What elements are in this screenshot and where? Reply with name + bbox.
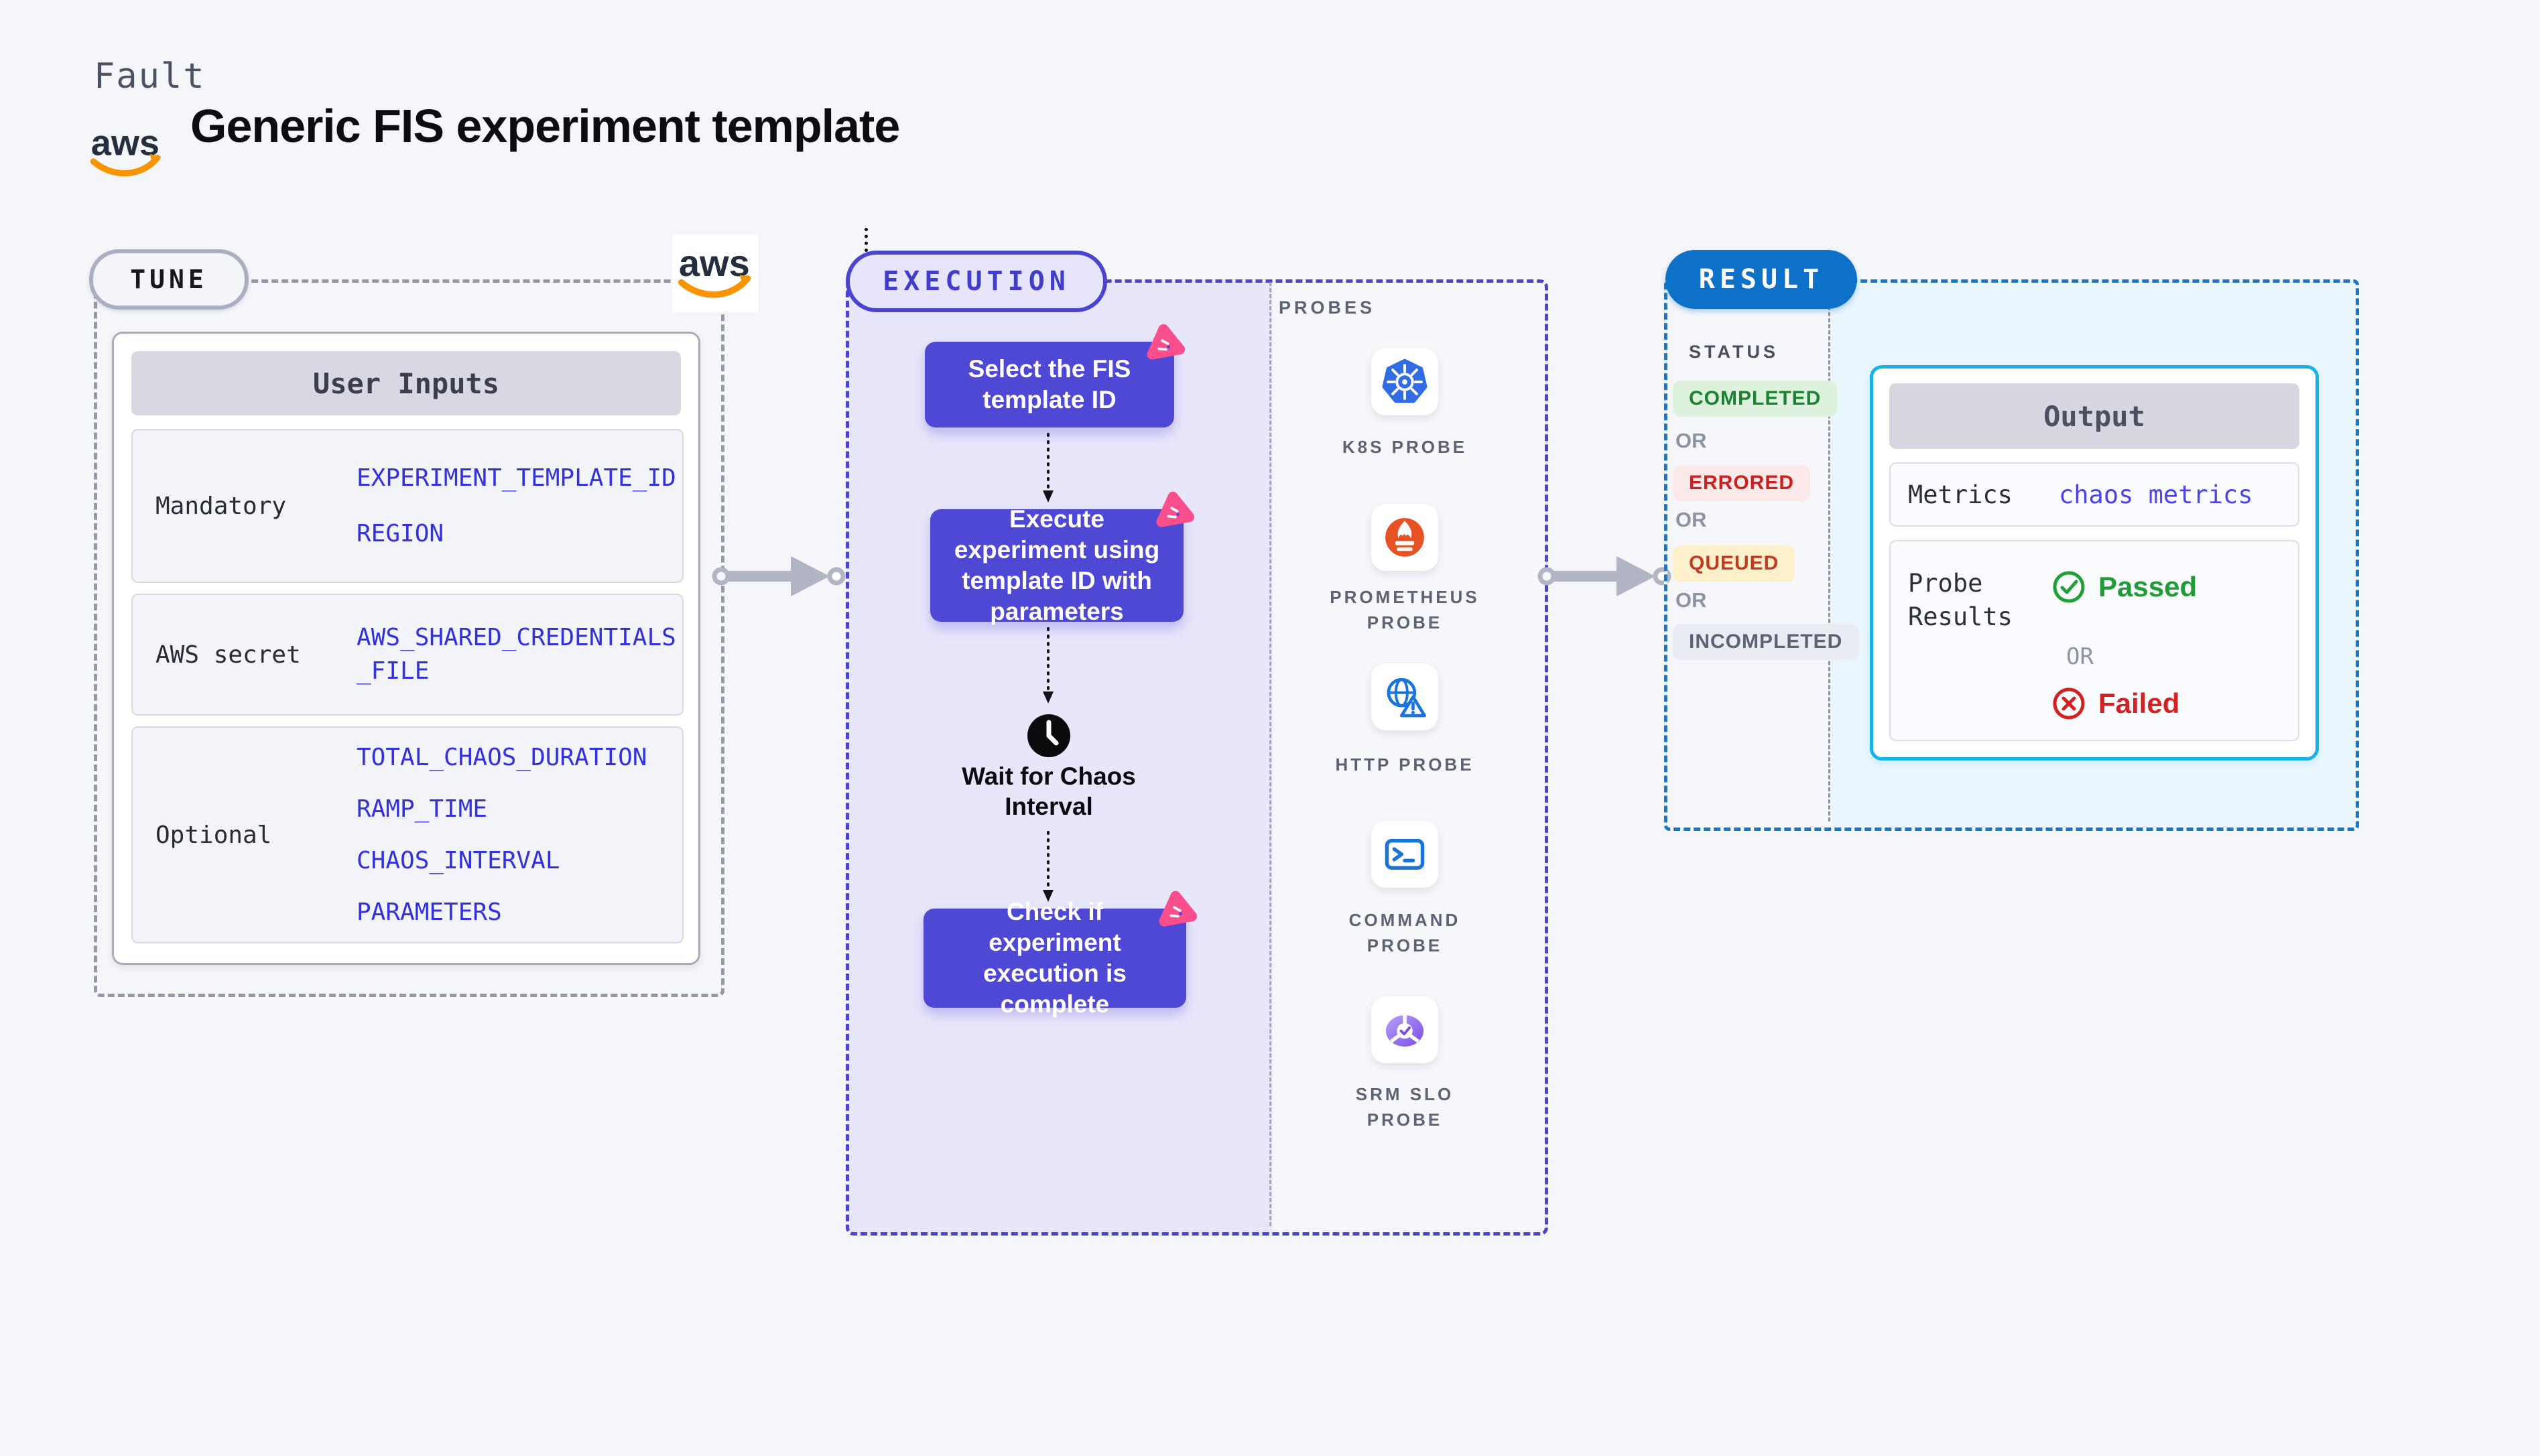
probe-card — [1371, 996, 1438, 1063]
or-separator: OR — [1675, 429, 1707, 452]
passed-label: Passed — [2098, 571, 2198, 602]
step-label: Execute experiment using template ID wit… — [954, 505, 1160, 625]
connector-arrow — [712, 556, 846, 596]
input-variable: AWS_SHARED_CREDENTIALS_FILE — [357, 624, 676, 685]
row-values: EXPERIMENT_TEMPLATE_ID REGION — [357, 464, 676, 547]
status-badge-errored: ERRORED — [1673, 465, 1811, 501]
status-badge-completed: COMPLETED — [1673, 381, 1838, 417]
user-inputs-card: User Inputs Mandatory EXPERIMENT_TEMPLAT… — [112, 332, 700, 965]
or-separator: OR — [1675, 508, 1707, 531]
probe-results-row: Probe Results Passed OR Failed — [1889, 540, 2299, 741]
probe-results-label-line: Probe — [1908, 569, 1983, 598]
row-values: TOTAL_CHAOS_DURATION RAMP_TIME CHAOS_INT… — [357, 744, 647, 926]
execution-section — [846, 279, 1548, 1236]
aws-logo: aws — [88, 121, 164, 185]
output-card: Output Metrics chaos metrics Probe Resul… — [1870, 365, 2319, 760]
probe-card — [1371, 663, 1438, 730]
prometheus-icon — [1385, 518, 1424, 557]
probe-card — [1371, 504, 1438, 571]
dotted-arrow — [1043, 433, 1054, 503]
metrics-label: Metrics — [1908, 480, 2013, 509]
status-badge-queued: QUEUED — [1673, 545, 1795, 582]
input-variable: RAMP_TIME — [357, 795, 488, 823]
input-variable: PARAMETERS — [357, 899, 502, 926]
row-values: AWS_SHARED_CREDENTIALS_FILE — [357, 621, 682, 688]
chaos-badge-icon — [1147, 324, 1186, 360]
probe-label: HTTP PROBE — [1335, 754, 1474, 775]
step-select-template: Select the FIS template ID — [925, 324, 1186, 427]
execution-section-pill: EXECUTION — [846, 251, 1107, 312]
command-icon — [1385, 838, 1425, 870]
input-variable: REGION — [357, 520, 444, 547]
user-inputs-header: User Inputs — [131, 351, 681, 415]
step-check-complete: Check if experiment execution is complet… — [924, 890, 1198, 1018]
x-circle-icon — [2053, 687, 2085, 720]
dotted-arrow — [1043, 627, 1054, 704]
failed-result: Failed — [2051, 686, 2179, 721]
probe-results-label: Probe Results — [1908, 567, 2013, 634]
kubernetes-icon — [1382, 358, 1427, 403]
probe-card — [1371, 821, 1438, 888]
svg-text:aws: aws — [91, 123, 160, 163]
status-badge-incompleted: INCOMPLETED — [1673, 624, 1859, 660]
aws-logo-icon: aws — [678, 242, 752, 298]
input-variable: EXPERIMENT_TEMPLATE_ID — [357, 464, 676, 492]
row-label: Mandatory — [155, 492, 287, 520]
probe-label: PROMETHEUS PROBE — [1330, 587, 1480, 633]
probe-label: COMMAND PROBE — [1348, 910, 1461, 955]
row-label: AWS secret — [155, 641, 301, 669]
chaos-badge-icon — [1156, 491, 1195, 527]
table-row: AWS secret AWS_SHARED_CREDENTIALS_FILE — [131, 594, 684, 716]
metrics-value: chaos metrics — [2059, 480, 2253, 509]
status-heading: STATUS — [1689, 342, 1779, 362]
connector-arrow — [1537, 556, 1671, 596]
tune-section — [94, 279, 724, 997]
page-title: Generic FIS experiment template — [190, 100, 900, 152]
output-header: Output — [1889, 383, 2299, 449]
wait-chaos-interval-label: Wait for Chaos Interval — [962, 763, 1136, 820]
aws-logo-icon: aws — [90, 123, 162, 177]
srm-slo-icon — [1385, 1014, 1424, 1047]
input-variable: CHAOS_INTERVAL — [357, 847, 560, 874]
input-variable: TOTAL_CHAOS_DURATION — [357, 744, 647, 771]
dotted-arrow — [1043, 831, 1054, 902]
failed-label: Failed — [2098, 687, 2180, 719]
svg-text:aws: aws — [679, 242, 750, 284]
probe-card — [1371, 348, 1438, 415]
table-row: Mandatory EXPERIMENT_TEMPLATE_ID REGION — [131, 429, 684, 583]
or-separator: OR — [2066, 643, 2094, 670]
http-icon — [1387, 677, 1426, 718]
step-label: Check if experiment execution is complet… — [983, 898, 1127, 1018]
table-row: Optional TOTAL_CHAOS_DURATION RAMP_TIME … — [131, 726, 684, 943]
chaos-badge-icon — [1159, 890, 1198, 927]
passed-result: Passed — [2051, 570, 2197, 604]
probe-results-label-line: Results — [1908, 602, 2013, 631]
probes-divider-line — [1269, 282, 1271, 1226]
result-divider-line — [1828, 282, 1830, 821]
or-separator: OR — [1675, 588, 1707, 612]
aws-corner-logo: aws — [672, 235, 758, 312]
probe-label: K8S PROBE — [1342, 437, 1468, 457]
brand-label: Fault — [94, 56, 206, 96]
result-section-pill: RESULT — [1665, 250, 1857, 309]
metrics-row: Metrics chaos metrics — [1889, 462, 2299, 527]
flow-stub-line — [865, 228, 868, 252]
step-label: Select the FIS template ID — [968, 355, 1131, 413]
tune-section-pill: TUNE — [89, 249, 249, 310]
step-execute-experiment: Execute experiment using template ID wit… — [930, 491, 1195, 625]
check-circle-icon — [2053, 571, 2085, 603]
probe-label: SRM SLO PROBE — [1355, 1084, 1454, 1130]
clock-icon — [1027, 714, 1070, 757]
probes-heading: PROBES — [1279, 297, 1376, 318]
row-label: Optional — [155, 821, 272, 849]
